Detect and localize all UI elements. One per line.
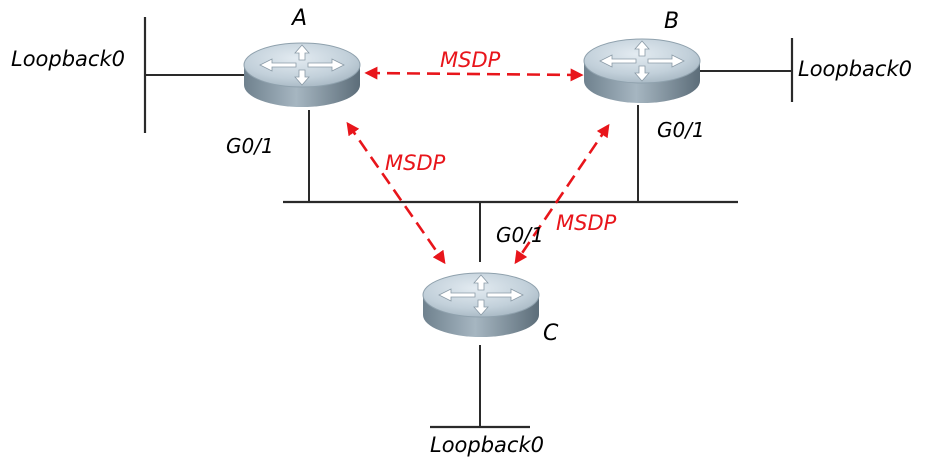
msdp-label-a-b: MSDP: [440, 48, 501, 72]
router-icon: [243, 42, 361, 108]
router-c-label: C: [543, 321, 559, 346]
router-b-label: B: [664, 9, 679, 34]
interface-label-b: G0/1: [657, 118, 705, 142]
interface-label-c: G0/1: [496, 223, 544, 247]
loopback-label-c: Loopback0: [430, 433, 544, 457]
router-b[interactable]: [583, 38, 701, 104]
router-a[interactable]: [243, 42, 361, 108]
msdp-label-b-c: MSDP: [556, 211, 617, 235]
router-c[interactable]: [422, 272, 540, 338]
router-a-label: A: [290, 6, 307, 31]
msdp-arrow-b-c: [514, 123, 610, 265]
interface-label-a: G0/1: [226, 134, 274, 158]
router-icon: [583, 38, 701, 104]
msdp-sessions: [346, 66, 610, 265]
router-icon: [422, 272, 540, 338]
loopback-label-b: Loopback0: [798, 57, 912, 81]
msdp-arrow-a-b: [364, 66, 584, 82]
msdp-arrow-a-c: [346, 121, 446, 265]
msdp-label-a-c: MSDP: [385, 151, 446, 175]
loopback-label-a: Loopback0: [11, 47, 125, 71]
